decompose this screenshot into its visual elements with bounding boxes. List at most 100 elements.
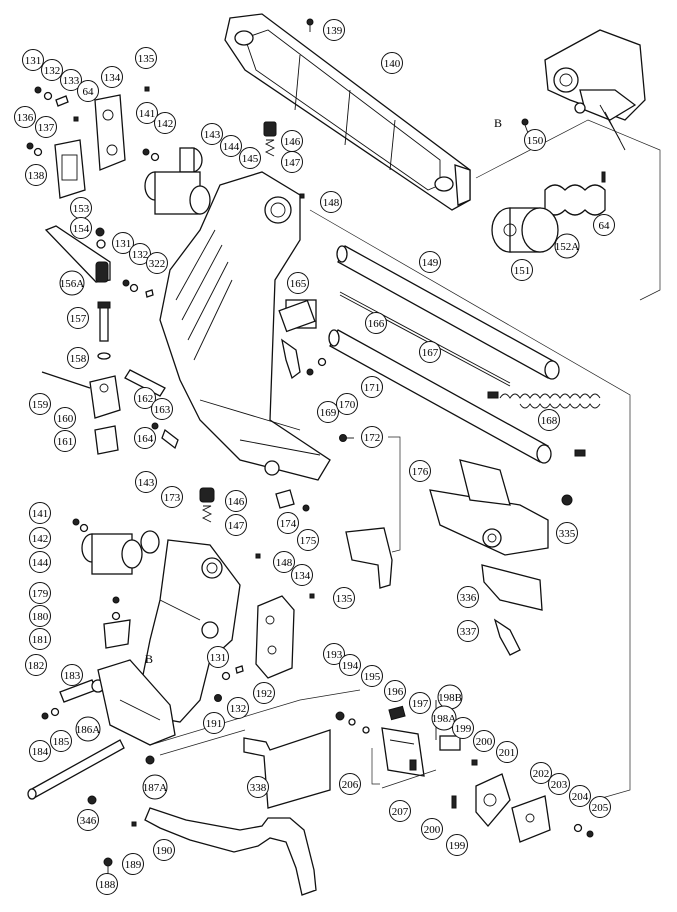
callout-circle xyxy=(339,773,361,795)
callout-number: 147 xyxy=(228,520,245,532)
callout-c131b: 131 xyxy=(112,232,134,254)
callout-c142b: 142 xyxy=(29,527,51,549)
callout-circle xyxy=(29,605,51,627)
callout-number: 337 xyxy=(460,626,477,638)
callout-number: 148 xyxy=(276,557,293,569)
callout-number: 132 xyxy=(230,703,247,715)
callout-number: 170 xyxy=(339,399,356,411)
callout-c147b: 147 xyxy=(225,514,247,536)
callout-number: 195 xyxy=(364,671,381,683)
callout-circle xyxy=(297,529,319,551)
callout-number: 335 xyxy=(559,528,576,540)
callout-c322: 322 xyxy=(146,252,168,274)
callout-circle xyxy=(323,643,345,665)
callout-c195: 195 xyxy=(361,665,383,687)
callout-c165: 165 xyxy=(287,272,309,294)
callout-number: 138 xyxy=(28,170,45,182)
callout-circle xyxy=(384,680,406,702)
callout-number: 196 xyxy=(387,686,404,698)
callout-c156A: 156A xyxy=(59,270,85,296)
callout-labels: 1391401311321336413413513613713814114214… xyxy=(14,19,615,895)
callout-number: 185 xyxy=(53,736,70,748)
reference-letter-lblB1: B xyxy=(494,116,502,130)
callout-circle xyxy=(60,69,82,91)
callout-number: 143 xyxy=(204,129,221,141)
callout-circle xyxy=(67,347,89,369)
callout-circle xyxy=(554,233,580,259)
callout-number: 142 xyxy=(157,118,174,130)
callout-number: 183 xyxy=(64,670,81,682)
callout-number: 322 xyxy=(149,258,166,270)
callout-circle xyxy=(77,80,99,102)
callout-c191: 191 xyxy=(203,712,225,734)
callout-circle xyxy=(151,398,173,420)
callout-number: 161 xyxy=(57,436,74,448)
callout-c146b: 146 xyxy=(225,490,247,512)
callout-number: 154 xyxy=(73,223,90,235)
callout-c142a: 142 xyxy=(154,112,176,134)
callout-number: 141 xyxy=(32,508,49,520)
callout-circle xyxy=(77,809,99,831)
callout-c141b: 141 xyxy=(29,502,51,524)
callout-circle xyxy=(389,800,411,822)
callout-c192: 192 xyxy=(253,682,275,704)
upper-left-small-parts xyxy=(26,86,150,199)
callout-circle xyxy=(365,312,387,334)
callout-number: 200 xyxy=(424,824,441,836)
callout-number: 142 xyxy=(32,533,49,545)
callout-number: 146 xyxy=(284,136,301,148)
switch-assembly xyxy=(335,700,594,843)
callout-c160: 160 xyxy=(54,407,76,429)
callout-circle xyxy=(25,164,47,186)
callout-circle xyxy=(112,232,134,254)
callout-number: 152A xyxy=(555,241,580,253)
callout-c132b: 132 xyxy=(129,243,151,265)
callout-c194: 194 xyxy=(339,654,361,676)
callout-c171: 171 xyxy=(361,376,383,398)
callout-c135b: 135 xyxy=(333,587,355,609)
callout-number: 173 xyxy=(164,492,181,504)
callout-number: 133 xyxy=(63,75,80,87)
callout-number: 168 xyxy=(541,415,558,427)
callout-c151: 151 xyxy=(511,259,533,281)
callout-number: 134 xyxy=(104,72,121,84)
callout-circle xyxy=(220,135,242,157)
callout-number: 137 xyxy=(38,122,55,134)
callout-circle xyxy=(35,116,57,138)
callout-circle xyxy=(419,251,441,273)
callout-number: 164 xyxy=(137,433,154,445)
guide-shafts xyxy=(328,245,560,464)
callout-c166: 166 xyxy=(365,312,387,334)
callout-number: 136 xyxy=(17,112,34,124)
callout-circle xyxy=(29,502,51,524)
callout-c168: 168 xyxy=(538,409,560,431)
callout-circle xyxy=(317,401,339,423)
callout-c133: 133 xyxy=(60,69,82,91)
callout-circle xyxy=(29,740,51,762)
middle-small-parts xyxy=(278,299,354,442)
callout-number: 193 xyxy=(326,649,343,661)
callout-number: 145 xyxy=(242,153,259,165)
callout-c158: 158 xyxy=(67,347,89,369)
callout-circle xyxy=(54,407,76,429)
callout-number: 199 xyxy=(455,723,472,735)
callout-c337: 337 xyxy=(457,620,479,642)
callout-c147a: 147 xyxy=(281,151,303,173)
callout-c180: 180 xyxy=(29,605,51,627)
callout-circle xyxy=(452,717,474,739)
callout-number: 132 xyxy=(44,65,61,77)
callout-number: 166 xyxy=(368,318,385,330)
callout-number: 169 xyxy=(320,407,337,419)
callout-circle xyxy=(556,522,578,544)
callout-number: 135 xyxy=(336,593,353,605)
callout-circle xyxy=(203,712,225,734)
callout-circle xyxy=(548,773,570,795)
callout-circle xyxy=(135,471,157,493)
callout-c174: 174 xyxy=(277,512,299,534)
callout-c200b: 200 xyxy=(421,818,443,840)
main-arm-housing xyxy=(159,171,331,481)
callout-circle xyxy=(361,665,383,687)
callout-number: 336 xyxy=(460,592,477,604)
callout-c346: 346 xyxy=(77,809,99,831)
callout-circle xyxy=(134,427,156,449)
